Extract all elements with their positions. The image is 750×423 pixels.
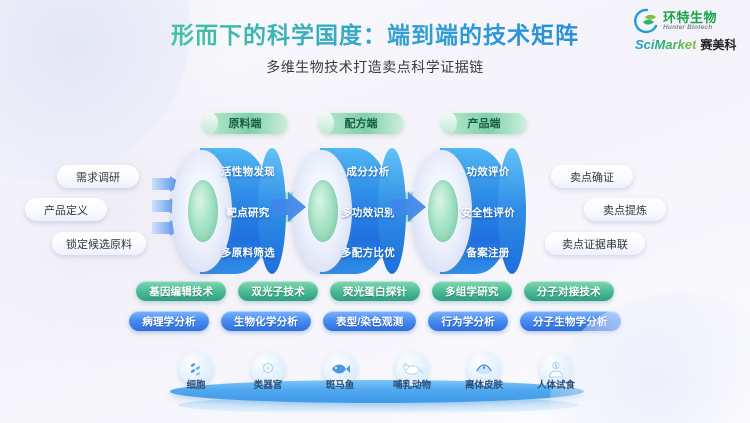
stage-item: 功效评价 xyxy=(466,166,510,178)
tech-tag: 表型/染色观测 xyxy=(322,311,417,331)
tech-tag: 分子对接技术 xyxy=(523,281,614,301)
logo-brand-en: SciMarket xyxy=(635,37,697,52)
stage-caption-2-text: 产品端 xyxy=(467,118,501,130)
stage-item: 多原料筛选 xyxy=(221,247,275,259)
tech-tag: 荧光蛋白探针 xyxy=(329,281,421,301)
leaf-swirl-icon xyxy=(634,8,658,34)
stage-caption-0-text: 原料端 xyxy=(228,118,262,130)
stage-arrow-0 xyxy=(272,192,306,222)
model-label: 类器官 xyxy=(253,380,283,391)
tech-tag: 病理学分析 xyxy=(129,311,209,331)
stage-item: 靶点研究 xyxy=(226,206,270,219)
left-label-0: 需求调研 xyxy=(57,165,139,188)
stage-items-1: 成分分析 多功效识别 多配方比优 xyxy=(326,164,410,260)
left-label-2: 锁定候选原料 xyxy=(52,232,146,255)
stage-cylinder-0: 活性物发现 靶点研究 多原料筛选 xyxy=(170,148,290,274)
tech-tag: 分子生物学分析 xyxy=(519,311,621,331)
model-label: 斑马鱼 xyxy=(325,380,355,391)
model-item-zebrafish: 斑马鱼 xyxy=(312,352,368,391)
tech-tag: 双光子技术 xyxy=(238,281,318,301)
stage-items-2: 功效评价 安全性评价 备案注册 xyxy=(446,164,530,260)
stage-arrow-1 xyxy=(392,192,426,222)
stage-item: 多配方比优 xyxy=(341,247,395,259)
stage-item: 安全性评价 xyxy=(461,206,515,219)
stage-cylinder-2: 功效评价 安全性评价 备案注册 xyxy=(410,148,530,274)
logo-bottom-row: SciMarket 赛美科 xyxy=(634,36,740,53)
model-item-human: 人体试食 xyxy=(528,352,584,391)
model-item-cells: 细胞 xyxy=(168,352,224,391)
stage-item: 备案注册 xyxy=(466,247,510,259)
logo-top-row: 环特生物 Hunter Biotech xyxy=(634,8,740,34)
cylinder-core-1 xyxy=(308,180,338,242)
page-title: 形而下的科学国度：端到端的技术矩阵 xyxy=(0,16,750,50)
human-icon xyxy=(539,352,573,386)
model-label: 细胞 xyxy=(186,380,206,391)
model-label: 离体皮肤 xyxy=(464,380,503,391)
stage-item: 多功效识别 xyxy=(341,206,395,219)
organoid-icon xyxy=(251,352,285,386)
left-label-1: 产品定义 xyxy=(25,198,107,221)
logo-brand-cn: 赛美科 xyxy=(700,38,737,52)
model-item-skin: 离体皮肤 xyxy=(456,352,512,391)
cells-icon xyxy=(179,352,213,386)
stage-caption-0: 原料端 xyxy=(202,112,288,134)
tech-tag: 生物化学分析 xyxy=(220,311,311,331)
model-list: 细胞 类器官 xyxy=(160,352,600,392)
stage-items-0: 活性物发现 靶点研究 多原料筛选 xyxy=(206,164,290,260)
tech-tag: 行为学分析 xyxy=(428,311,508,331)
brand-logo: 环特生物 Hunter Biotech SciMarket 赛美科 xyxy=(634,8,740,56)
logo-company-en: Hunter Biotech xyxy=(663,24,713,32)
logo-text-block: 环特生物 Hunter Biotech xyxy=(663,11,717,32)
stage-caption-2: 产品端 xyxy=(441,112,527,134)
zebrafish-icon xyxy=(323,352,357,386)
cylinder-core-2 xyxy=(428,180,458,242)
stage-item: 活性物发现 xyxy=(221,166,275,178)
right-label-2: 卖点证据串联 xyxy=(545,232,645,255)
cylinder-face-0 xyxy=(172,150,232,272)
mouse-icon xyxy=(395,352,429,386)
cylinder-face-1 xyxy=(292,150,352,272)
model-label: 人体试食 xyxy=(536,380,575,391)
cylinder-core-0 xyxy=(188,180,218,242)
model-label: 哺乳动物 xyxy=(392,380,431,391)
stage-caption-1: 配方端 xyxy=(318,112,404,134)
stage-item: 成分分析 xyxy=(346,166,390,178)
right-label-1: 卖点提炼 xyxy=(584,198,666,221)
model-item-organoid: 类器官 xyxy=(240,352,296,391)
page-subtitle: 多维生物技术打造卖点科学证据链 xyxy=(266,59,484,75)
skin-icon xyxy=(467,352,501,386)
tech-tag: 多组学研究 xyxy=(432,281,512,301)
model-item-mammal: 哺乳动物 xyxy=(384,352,440,391)
cylinder-face-2 xyxy=(412,150,472,272)
stage-caption-1-text: 配方端 xyxy=(344,118,378,130)
logo-company-cn: 环特生物 xyxy=(663,9,718,25)
tech-tag-row-blue: 病理学分析 生物化学分析 表型/染色观测 行为学分析 分子生物学分析 xyxy=(0,311,750,331)
tech-tag: 基因编辑技术 xyxy=(136,281,227,301)
tech-tag-row-green: 基因编辑技术 双光子技术 荧光蛋白探针 多组学研究 分子对接技术 xyxy=(0,281,750,301)
right-label-0: 卖点确证 xyxy=(551,165,633,188)
